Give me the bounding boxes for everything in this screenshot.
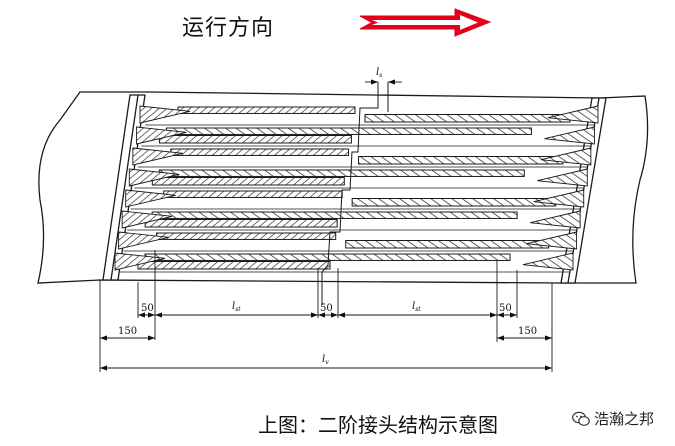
bevel-wedge [135, 126, 187, 145]
dim-lv: lv [322, 354, 329, 366]
bevel-wedge [537, 168, 588, 187]
finger-strip [158, 135, 352, 144]
finger-strip [351, 198, 557, 207]
bevel-wedge [540, 147, 592, 166]
direction-arrow-icon [359, 8, 492, 37]
bevel-wedge [128, 168, 180, 187]
bevel-wedge [125, 189, 176, 208]
bevel-wedge [132, 147, 183, 166]
dimension-lines [100, 79, 552, 371]
finger-strip [151, 211, 518, 219]
finger-strip [177, 106, 356, 114]
finger-strip [156, 232, 337, 240]
finger-strip [144, 219, 338, 228]
watermark-text: 浩瀚之邦 [594, 410, 655, 428]
bevel-wedge [530, 210, 581, 229]
finger-strip [170, 148, 350, 156]
dim-50-left: 50 [141, 303, 154, 314]
finger-strip [144, 253, 511, 261]
finger-strip [165, 127, 532, 135]
bevel-wedge [544, 126, 595, 145]
finger-strip [163, 190, 343, 198]
bevel-wedge [547, 105, 599, 124]
figure-caption: 上图：二阶接头结构示意图 [258, 413, 498, 437]
dim-ls: ls [376, 67, 382, 79]
dim-lst-left: lst [232, 301, 241, 313]
dim-lst-right: lst [412, 301, 421, 313]
finger-steps [114, 105, 599, 273]
joint-centerline [321, 82, 389, 305]
finger-strip [364, 114, 571, 123]
wechat-icon [572, 411, 590, 426]
finger-strip [345, 240, 550, 249]
finger-strip [158, 169, 525, 177]
bevel-wedge [121, 210, 173, 229]
finger-strip [151, 177, 345, 186]
left-bevel-edge [102, 94, 146, 281]
bevel-wedge [526, 231, 578, 250]
direction-label: 运行方向 [182, 16, 275, 41]
dim-50-right: 50 [499, 303, 512, 314]
dim-150-left: 150 [118, 326, 137, 337]
finger-strip [137, 261, 331, 270]
dim-150-right: 150 [518, 326, 537, 337]
bevel-wedge [533, 189, 585, 208]
watermark: 浩瀚之邦 [572, 408, 654, 429]
extension-lines [99, 250, 553, 372]
dim-50-mid: 50 [320, 303, 333, 314]
bevel-wedge [139, 105, 191, 124]
bevel-wedge [522, 252, 574, 271]
bevel-wedge [118, 231, 169, 250]
bevel-wedge [114, 252, 166, 271]
finger-strip [358, 156, 564, 165]
